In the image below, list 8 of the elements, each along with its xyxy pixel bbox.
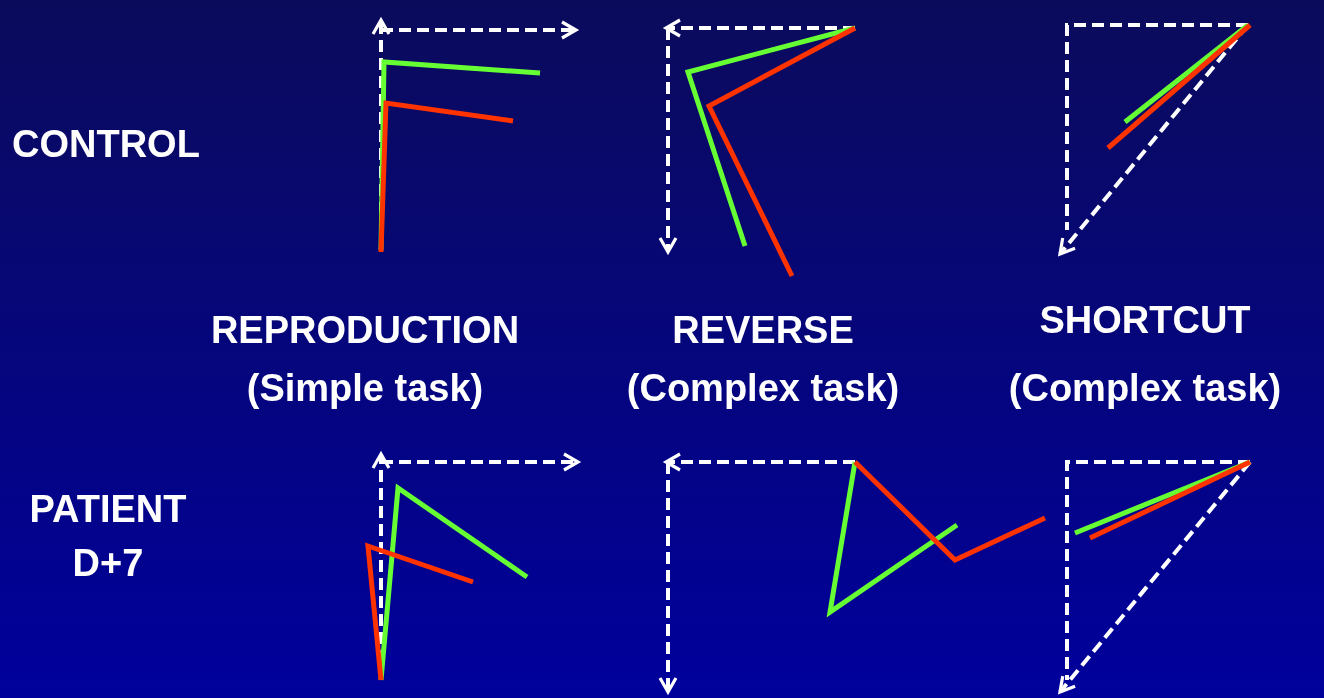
row-column-label: SHORTCUT <box>1038 298 1252 342</box>
row-column-label: PATIENT D+7 <box>28 487 188 586</box>
row-column-label: (Simple task) <box>245 366 485 410</box>
row-column-label: (Complex task) <box>625 366 901 410</box>
row-column-label: REPRODUCTION <box>209 308 521 352</box>
row-column-label: (Complex task) <box>1007 366 1283 410</box>
row-column-label: CONTROL <box>12 122 200 166</box>
row-column-label: REVERSE <box>671 308 855 352</box>
